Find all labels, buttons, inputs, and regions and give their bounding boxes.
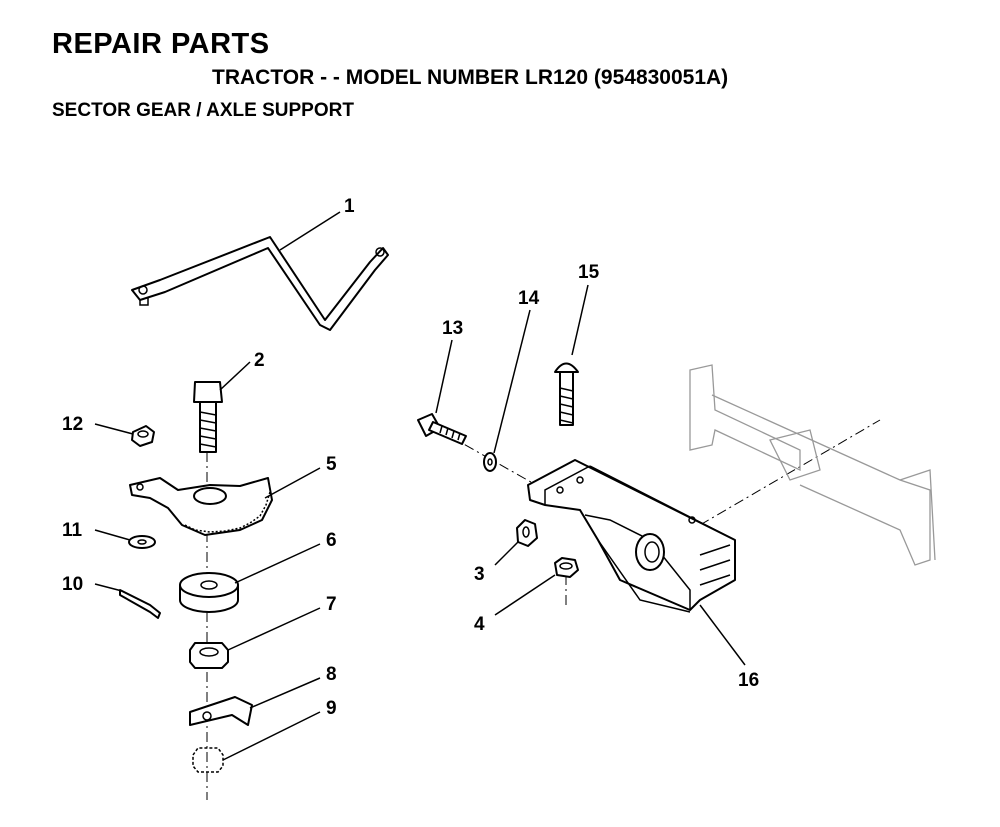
part-15-carriage-bolt — [554, 362, 579, 426]
callout-9: 9 — [326, 698, 337, 719]
callout-10: 10 — [62, 574, 83, 595]
page-title: REPAIR PARTS — [52, 28, 270, 60]
center-line-axle — [699, 419, 881, 526]
part-1-drag-link — [131, 236, 389, 331]
callout-7: 7 — [326, 594, 337, 615]
part-3-nut — [516, 519, 538, 547]
callout-12: 12 — [62, 414, 83, 435]
model-subtitle: TRACTOR - - MODEL NUMBER LR120 (95483005… — [212, 66, 729, 89]
part-4-nut — [554, 557, 579, 578]
part-14-washer — [483, 452, 497, 472]
callout-3: 3 — [474, 564, 485, 585]
callout-6: 6 — [326, 530, 337, 551]
part-8-clip — [189, 696, 253, 726]
callout-2: 2 — [254, 350, 265, 371]
part-11-washer — [128, 535, 156, 549]
callout-8: 8 — [326, 664, 337, 685]
callout-16: 16 — [738, 670, 759, 691]
part-5-sector-gear — [129, 477, 273, 536]
callout-13: 13 — [442, 318, 463, 339]
part-6-spacer — [179, 572, 239, 613]
part-16-axle-support — [527, 459, 736, 613]
part-2-bolt — [193, 381, 223, 453]
leader-lines — [94, 211, 746, 761]
callout-11: 11 — [62, 520, 83, 541]
part-7-nut — [189, 642, 229, 669]
part-10-cotter-pin — [119, 589, 161, 619]
part-13-bolt — [417, 413, 467, 445]
part-12-nut — [131, 425, 155, 447]
callout-5: 5 — [326, 454, 337, 475]
callout-15: 15 — [578, 262, 600, 283]
section-title: SECTOR GEAR / AXLE SUPPORT — [52, 100, 354, 121]
callout-1: 1 — [344, 196, 355, 217]
callout-14: 14 — [518, 288, 540, 309]
callout-4: 4 — [474, 614, 485, 635]
part-9-nut — [192, 747, 224, 773]
ghost-front-axle — [689, 364, 936, 566]
